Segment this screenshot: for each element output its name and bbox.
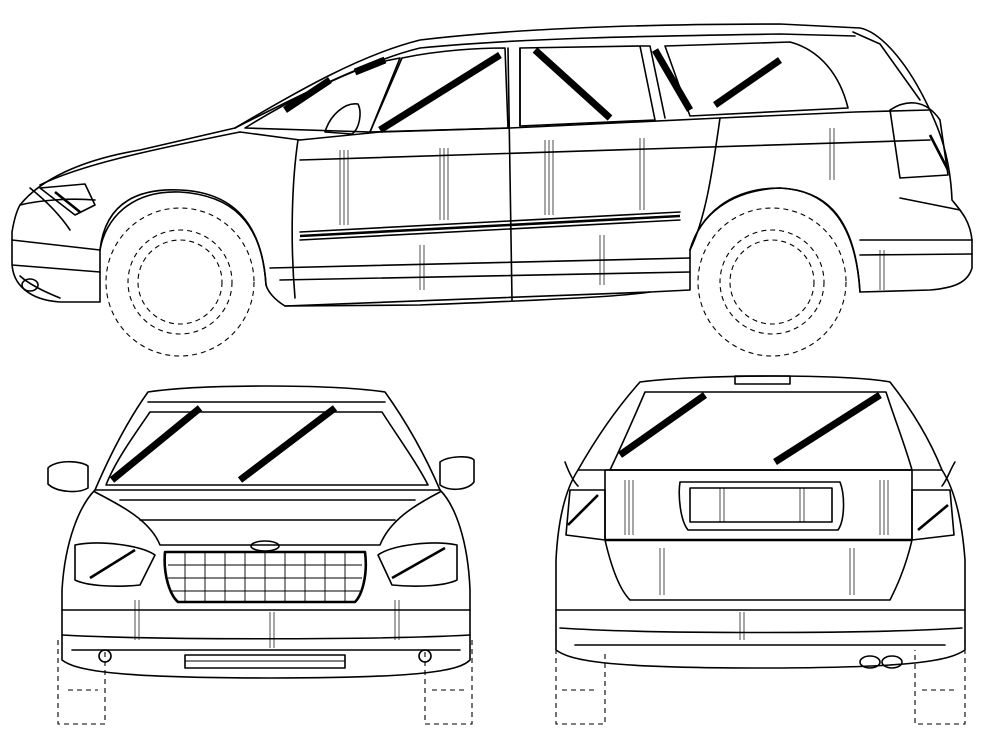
front-body-outline [61, 489, 471, 679]
rear-hatching [624, 480, 889, 640]
rear-left-tire [555, 640, 606, 725]
side-view [11, 23, 973, 357]
rear-right-tire [914, 640, 966, 725]
side-belt-line [299, 109, 931, 141]
side-quarter-window [664, 41, 849, 117]
rear-body-outline [555, 469, 966, 669]
front-windshield [105, 411, 429, 486]
side-windshield [244, 57, 401, 133]
front-left-mirror [47, 460, 89, 493]
front-right-headlamp [377, 542, 458, 587]
side-mirror [324, 103, 361, 135]
side-front-window [369, 47, 509, 133]
side-rear-door-seam [689, 117, 721, 251]
front-left-headlamp [74, 542, 156, 587]
side-glass-reflections [283, 47, 782, 133]
front-left-tire [57, 640, 106, 725]
side-tail-lamp [889, 102, 949, 179]
rear-window-reflections [617, 392, 882, 465]
front-badge [250, 540, 280, 552]
front-hatching [134, 600, 400, 648]
front-right-tire [424, 640, 473, 725]
front-windshield-reflections [109, 405, 338, 483]
rear-license-plate-recess [678, 481, 845, 531]
front-roof-outline [94, 385, 441, 491]
front-right-mirror [439, 456, 475, 491]
side-fog-lamp [21, 278, 39, 292]
rear-right-tail-lamp [911, 489, 955, 541]
rear-roof-outline [577, 375, 943, 471]
side-hatching [339, 128, 885, 290]
front-grille [163, 540, 368, 604]
rear-liftgate [604, 469, 913, 601]
side-rear-wheel [697, 207, 847, 357]
rear-exhaust [859, 655, 903, 669]
side-front-wheel [105, 207, 255, 357]
front-lower-intake [184, 654, 346, 669]
side-body-molding [299, 214, 681, 238]
rear-left-tail-lamp [565, 489, 606, 541]
rear-view [555, 375, 966, 725]
rear-brake-light [734, 375, 791, 385]
front-view [47, 385, 475, 725]
side-headlamp [39, 183, 96, 216]
side-front-door-seam [291, 139, 299, 299]
